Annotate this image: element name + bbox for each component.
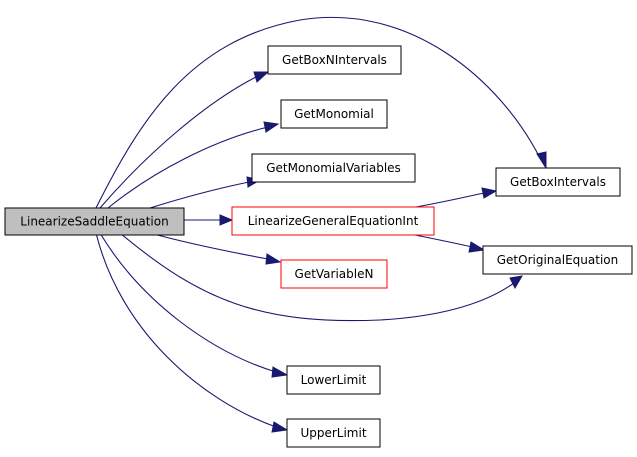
edge-root-to-get-monomial-variables xyxy=(149,181,250,209)
node-label: GetBoxIntervals xyxy=(510,175,606,189)
node-get-monomial[interactable]: GetMonomial xyxy=(280,99,388,129)
node-label: LinearizeGeneralEquationInt xyxy=(248,214,419,228)
node-label: LowerLimit xyxy=(301,373,367,387)
edge-root-to-get-variable-n xyxy=(149,232,269,260)
edge-root-to-get-monomial xyxy=(107,126,269,209)
edge-arrowhead xyxy=(509,275,523,290)
edge-root-to-get-box-intervals xyxy=(95,16,541,209)
edge-arrowhead xyxy=(219,214,234,226)
node-get-box-intervals[interactable]: GetBoxIntervals xyxy=(495,167,621,197)
edge-arrowhead xyxy=(265,253,282,265)
node-linearize-general-equation-int[interactable]: LinearizeGeneralEquationInt xyxy=(231,206,435,236)
edge-arrowhead xyxy=(468,241,486,253)
node-get-box-n-intervals[interactable]: GetBoxNIntervals xyxy=(267,45,402,75)
edge-arrowhead xyxy=(481,187,498,199)
edge-arrowhead xyxy=(253,71,270,83)
node-label: GetVariableN xyxy=(295,267,374,281)
edge-root-to-lower-limit xyxy=(99,232,277,373)
node-get-original-equation[interactable]: GetOriginalEquation xyxy=(482,245,633,275)
node-linearize-saddle-equation[interactable]: LinearizeSaddleEquation xyxy=(4,207,185,236)
node-label: GetMonomialVariables xyxy=(266,161,401,175)
edge-linearize-to-get-original-equation xyxy=(409,233,473,248)
node-lower-limit[interactable]: LowerLimit xyxy=(286,365,381,395)
edge-arrowhead xyxy=(271,366,289,378)
edge-root-to-upper-limit xyxy=(95,232,277,428)
node-label: GetBoxNIntervals xyxy=(282,53,387,67)
edge-arrowhead xyxy=(263,121,280,133)
edge-arrowhead xyxy=(271,421,289,433)
edge-linearize-to-get-box-intervals xyxy=(409,192,485,209)
node-label: UpperLimit xyxy=(300,426,366,440)
node-label: LinearizeSaddleEquation xyxy=(20,215,168,229)
edge-root-to-get-box-n-intervals xyxy=(99,75,259,209)
node-get-variable-n[interactable]: GetVariableN xyxy=(280,259,388,289)
node-upper-limit[interactable]: UpperLimit xyxy=(286,418,381,448)
edge-arrowhead xyxy=(536,151,547,170)
node-get-monomial-variables[interactable]: GetMonomialVariables xyxy=(251,153,416,183)
node-label: GetOriginalEquation xyxy=(497,253,619,267)
node-label: GetMonomial xyxy=(294,107,374,121)
edge-root-to-get-original-equation xyxy=(119,232,515,322)
